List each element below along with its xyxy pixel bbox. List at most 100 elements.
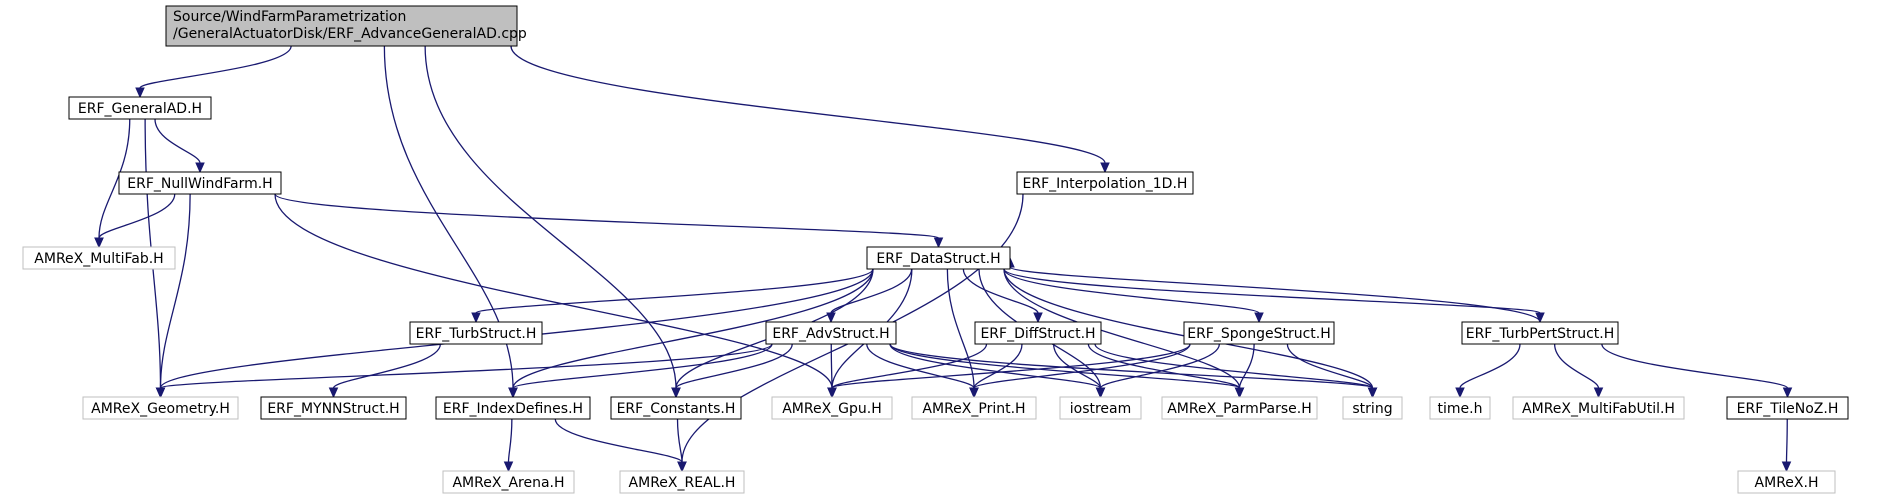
arrowhead-icon [1100, 162, 1110, 174]
edge-advstruct-to-string [889, 343, 1374, 389]
node-mynn[interactable]: ERF_MYNNStruct.H [260, 396, 407, 420]
node-timeh: time.h [1429, 396, 1491, 420]
edge-advstruct-to-iostream [889, 343, 1102, 389]
node-label: ERF_Constants.H [617, 401, 736, 417]
edge-turbpert-to-timeh [1459, 343, 1521, 389]
node-label: string [1352, 401, 1392, 417]
node-label: AMReX_ParmParse.H [1167, 401, 1312, 417]
node-box [771, 396, 893, 420]
node-box [260, 396, 407, 420]
node-box [1342, 396, 1403, 420]
arrowhead-icon [933, 237, 944, 249]
edge-spongestruct-to-gpu [831, 343, 1191, 389]
edge-datastruct-to-parmparse [1003, 268, 1241, 389]
node-turbpert[interactable]: ERF_TurbPertStruct.H [1461, 321, 1619, 345]
node-spongestruct[interactable]: ERF_SpongeStruct.H [1183, 321, 1335, 345]
node-datastruct[interactable]: ERF_DataStruct.H [866, 246, 1011, 270]
node-root[interactable]: Source/WindFarmParametrization/GeneralAc… [165, 5, 527, 47]
edge-indexdefines-to-real [554, 418, 683, 463]
edge-root-to-interp1d [510, 45, 1106, 164]
node-advstruct[interactable]: ERF_AdvStruct.H [765, 321, 897, 345]
node-box [1726, 396, 1849, 420]
edge-advstruct-to-constants [675, 343, 793, 389]
arrowhead-icon [1781, 461, 1792, 473]
arrowhead-icon [1234, 387, 1245, 399]
edge-spongestruct-to-parmparse [1238, 343, 1255, 389]
edge-nullwindfarm-to-geometry [159, 193, 191, 389]
arrowhead-icon [1367, 387, 1378, 399]
edge-diffstruct-to-parmparse [1087, 343, 1241, 389]
arrowhead-icon [135, 87, 145, 99]
arrowhead-icon [195, 162, 205, 174]
edge-datastruct-to-advstruct [830, 268, 913, 314]
node-label: AMReX_MultiFab.H [34, 251, 163, 267]
node-box [435, 396, 591, 420]
node-indexdefines[interactable]: ERF_IndexDefines.H [435, 396, 591, 420]
edge-nullwindfarm-to-datastruct [274, 193, 940, 239]
node-box [610, 396, 742, 420]
node-label: time.h [1438, 401, 1483, 417]
arrowhead-icon [1455, 387, 1465, 399]
nodes-layer: Source/WindFarmParametrization/GeneralAc… [22, 5, 1849, 494]
edge-root-to-generalad [139, 45, 292, 89]
arrowhead-icon [1095, 387, 1106, 399]
node-real: AMReX_REAL.H [619, 470, 745, 494]
node-gpu: AMReX_Gpu.H [771, 396, 893, 420]
node-multifabutil: AMReX_MultiFabUtil.H [1512, 396, 1685, 420]
node-label: /GeneralActuatorDisk/ERF_AdvanceGeneralA… [173, 26, 527, 42]
edge-turbpert-to-multifabutil [1553, 343, 1600, 389]
arrowhead-icon [1593, 387, 1604, 399]
edge-turbpert-to-tilenoz [1601, 343, 1789, 389]
node-generalad[interactable]: ERF_GeneralAD.H [68, 96, 212, 120]
node-label: ERF_DataStruct.H [876, 251, 1000, 267]
node-nullwindfarm[interactable]: ERF_NullWindFarm.H [118, 171, 282, 195]
node-box [22, 246, 176, 270]
node-box [866, 246, 1011, 270]
edge-datastruct-to-indexdefines [512, 268, 874, 389]
node-interp1d[interactable]: ERF_Interpolation_1D.H [1016, 171, 1194, 195]
edge-datastruct-to-spongestruct [1003, 268, 1260, 314]
node-label: Source/WindFarmParametrization [173, 9, 406, 25]
node-diffstruct[interactable]: ERF_DiffStruct.H [974, 321, 1102, 345]
arrowhead-icon [1254, 312, 1264, 324]
node-parmparse: AMReX_ParmParse.H [1161, 396, 1318, 420]
edge-nullwindfarm-to-multifab [98, 193, 176, 239]
edge-turbstruct-to-mynn [332, 343, 442, 389]
node-label: AMReX.H [1755, 475, 1819, 491]
edge-spongestruct-to-string [1286, 343, 1374, 389]
node-box [1429, 396, 1491, 420]
edges-layer [94, 45, 1793, 473]
node-box [1161, 396, 1318, 420]
node-box [442, 470, 575, 494]
node-box [1059, 396, 1142, 420]
node-box [974, 321, 1102, 345]
node-tilenoz[interactable]: ERF_TileNoZ.H [1726, 396, 1849, 420]
edge-advstruct-to-gpu [830, 343, 833, 389]
node-label: iostream [1070, 401, 1132, 417]
node-label: AMReX_Arena.H [452, 475, 564, 491]
node-label: ERF_MYNNStruct.H [267, 401, 399, 417]
edge-spongestruct-to-print [973, 343, 1191, 389]
node-print: AMReX_Print.H [911, 396, 1037, 420]
node-constants[interactable]: ERF_Constants.H [610, 396, 742, 420]
node-label: ERF_DiffStruct.H [980, 326, 1095, 342]
edge-diffstruct-to-gpu [831, 343, 988, 389]
node-label: AMReX_REAL.H [629, 475, 736, 491]
node-label: AMReX_Gpu.H [782, 401, 882, 417]
node-label: ERF_TurbStruct.H [416, 326, 537, 342]
edge-datastruct-to-turbstruct [475, 268, 874, 314]
node-geometry: AMReX_Geometry.H [82, 396, 239, 420]
node-box [765, 321, 897, 345]
edge-indexdefines-to-arena [507, 418, 513, 463]
edge-datastruct-to-turbpert [1003, 268, 1541, 314]
node-box [619, 470, 745, 494]
node-box [1512, 396, 1685, 420]
edge-spongestruct-to-iostream [1099, 343, 1221, 389]
node-label: ERF_TurbPertStruct.H [1466, 326, 1615, 342]
node-turbstruct[interactable]: ERF_TurbStruct.H [409, 321, 543, 345]
node-label: ERF_NullWindFarm.H [127, 176, 272, 192]
node-box [82, 396, 239, 420]
edge-diffstruct-to-string [1094, 343, 1374, 389]
edge-advstruct-to-parmparse [889, 343, 1241, 389]
node-box [1016, 171, 1194, 195]
